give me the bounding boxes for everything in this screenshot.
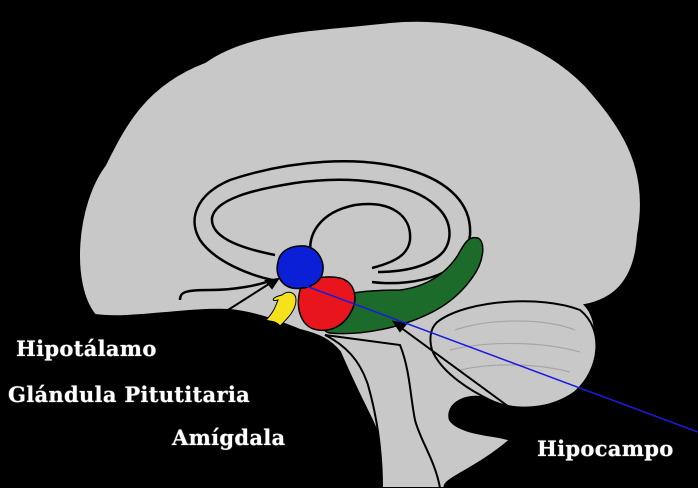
label-hipocampo: Hipocampo	[537, 437, 674, 461]
label-glandula-pituitaria: Glándula Pitutitaria	[8, 383, 250, 407]
label-amigdala: Amígdala	[172, 426, 285, 450]
label-hipotalamo: Hipotálamo	[16, 337, 157, 361]
cerebrum	[79, 21, 641, 488]
hypothalamus	[277, 246, 323, 289]
